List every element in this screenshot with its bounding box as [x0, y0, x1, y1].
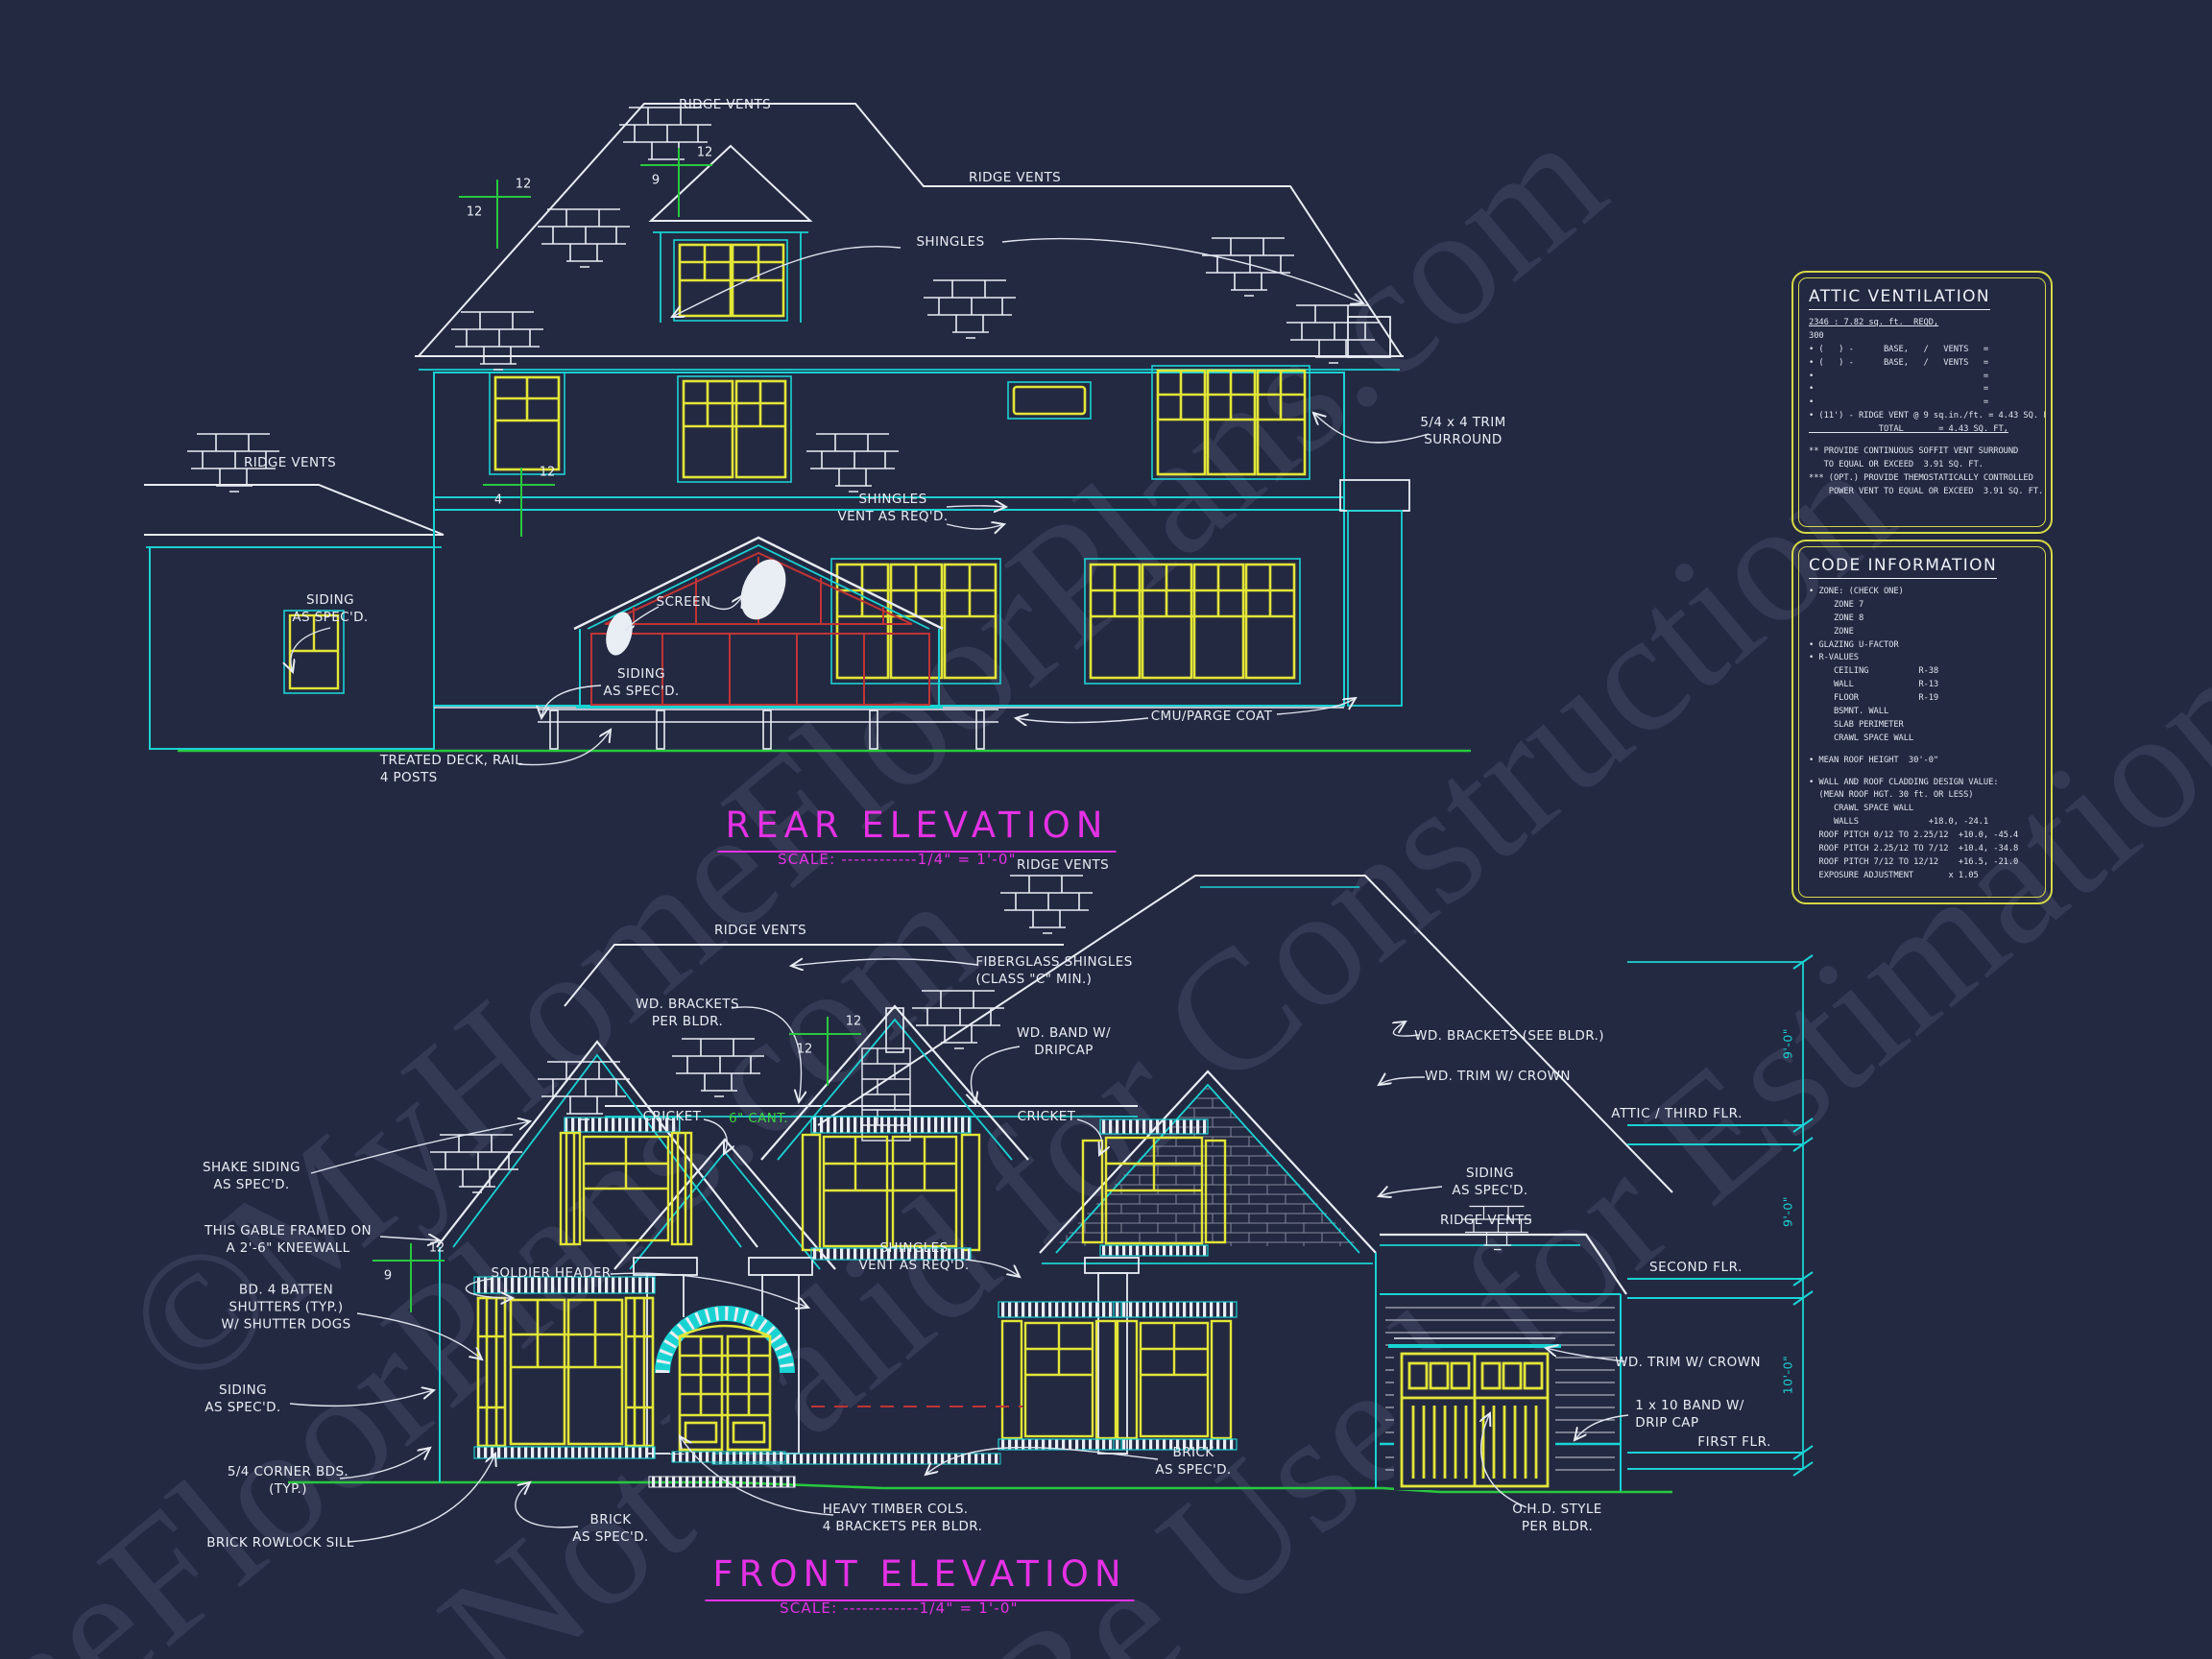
- pitch-rise: 12: [845, 1014, 862, 1029]
- front-right-gable-window: [1081, 1118, 1227, 1257]
- front-soldier-header-label: SOLDIER HEADER: [491, 1265, 612, 1282]
- front-elevation-scale: SCALE: ------------1/4" = 1'-0": [780, 1599, 1019, 1617]
- rear-roof: [144, 103, 1404, 536]
- garage-door: [1400, 1352, 1550, 1488]
- front-brick-right-label: BRICK AS SPEC'D.: [1155, 1445, 1232, 1478]
- front-elevation-drawing: [288, 875, 1673, 1543]
- pitch-rise: 12: [428, 1240, 445, 1256]
- code-information-panel: CODE INFORMATION • ZONE: (CHECK ONE) ZON…: [1791, 540, 2053, 904]
- rear-cmu-label: CMU/PARGE COAT: [1150, 709, 1273, 725]
- level-second-label: SECOND FLR.: [1648, 1260, 1743, 1275]
- attic-ventilation-panel: ATTIC VENTILATION 2346 : 7.82 sq. ft. RE…: [1791, 271, 2053, 534]
- front-cant-label: 6" CANT.: [729, 1111, 788, 1127]
- front-leaders: [289, 959, 1629, 1543]
- front-wd-trim-crown-top-label: WD. TRIM W/ CROWN: [1425, 1069, 1571, 1085]
- rear-deck: [538, 709, 998, 750]
- dim-second-height: 9'-0": [1780, 1195, 1795, 1228]
- front-main-roof: [564, 875, 1673, 1193]
- pitch-run: 9: [383, 1268, 393, 1284]
- front-brick-left-label: BRICK AS SPEC'D.: [572, 1512, 649, 1545]
- front-siding-right-label: SIDING AS SPEC'D.: [1452, 1166, 1528, 1198]
- front-pitch-marks: [373, 1017, 861, 1312]
- level-first-label: FIRST FLR.: [1697, 1434, 1771, 1450]
- rear-pitch-marks: [459, 148, 712, 537]
- front-wd-brackets-bldr-label: WD. BRACKETS PER BLDR.: [636, 997, 739, 1029]
- rear-ridge-vents-top-label: RIDGE VENTS: [678, 97, 772, 113]
- rear-ridge-vents-left-label: RIDGE VENTS: [243, 455, 337, 471]
- front-kneewall-label: THIS GABLE FRAMED ON A 2'-6" KNEEWALL: [204, 1223, 372, 1256]
- front-wd-band-dripcap-label: WD. BAND W/ DRIPCAP: [1017, 1025, 1111, 1058]
- rear-leaders: [291, 237, 1430, 766]
- rear-shingles-vent-label: SHINGLES VENT AS REQ'D.: [837, 492, 949, 524]
- dim-first-height: 10'-0": [1780, 1355, 1795, 1395]
- pitch-run: 12: [466, 204, 483, 220]
- rear-ridge-vents-right-label: RIDGE VENTS: [968, 170, 1062, 186]
- rear-elevation-title: REAR ELEVATION: [717, 805, 1117, 853]
- front-heavy-timber-label: HEAVY TIMBER COLS. 4 BRACKETS PER BLDR.: [822, 1502, 983, 1534]
- front-wd-brackets-see-label: WD. BRACKETS (SEE BLDR.): [1414, 1028, 1604, 1045]
- front-cricket-left-label: CRICKET: [642, 1109, 702, 1125]
- code-information-title: CODE INFORMATION: [1809, 556, 1998, 579]
- front-wd-trim-crown-bottom-label: WD. TRIM W/ CROWN: [1615, 1355, 1761, 1371]
- front-first-floor-left-window: [473, 1276, 656, 1459]
- front-shingle-hatches: [429, 875, 1532, 1251]
- pitch-rise: 12: [515, 177, 532, 192]
- front-ridge-vents-left-label: RIDGE VENTS: [713, 923, 807, 939]
- rear-chimney: [1339, 316, 1410, 707]
- front-corner-bds-label: 5/4 CORNER BDS. (TYP.): [227, 1464, 349, 1497]
- screen-blob-left: [606, 612, 633, 656]
- front-ridge-vents-top-label: RIDGE VENTS: [1016, 857, 1110, 874]
- rear-trim-surround-label: 5/4 x 4 TRIM SURROUND: [1420, 415, 1506, 447]
- front-first-floor-right-windows: [998, 1301, 1238, 1451]
- pitch-run: 4: [493, 493, 503, 508]
- front-cricket-right-label: CRICKET: [1017, 1109, 1076, 1125]
- front-ridge-vents-right-label: RIDGE VENTS: [1439, 1213, 1533, 1229]
- level-attic-label: ATTIC / THIRD FLR.: [1611, 1106, 1743, 1121]
- front-center-gable-window: [801, 1116, 981, 1261]
- pitch-run: 9: [651, 173, 661, 188]
- front-steps: [648, 1451, 1001, 1488]
- pitch-rise: 12: [539, 465, 556, 480]
- front-band-dripcap-label: 1 x 10 BAND W/ DRIP CAP: [1635, 1398, 1744, 1431]
- rear-dormer: [648, 144, 813, 323]
- dim-attic-height: 9'-0": [1780, 1027, 1795, 1060]
- rear-siding-center-label: SIDING AS SPEC'D.: [603, 666, 680, 699]
- rear-windows: [283, 365, 1310, 694]
- front-center-gable: [760, 1004, 1029, 1161]
- rear-elevation-scale: SCALE: ------------1/4" = 1'-0": [778, 851, 1017, 868]
- front-brick-rowlock-label: BRICK ROWLOCK SILL: [206, 1535, 354, 1551]
- front-shingles-vent-label: SHINGLES VENT AS REQ'D.: [858, 1240, 970, 1273]
- pitch-run: 12: [796, 1042, 813, 1057]
- front-shake-siding-label: SHAKE SIDING AS SPEC'D.: [203, 1160, 301, 1192]
- front-siding-left-label: SIDING AS SPEC'D.: [204, 1382, 281, 1415]
- floor-level-dimensions: [1627, 954, 1814, 1477]
- rear-shingles-label: SHINGLES: [916, 234, 985, 251]
- front-entry-porch: [613, 1138, 1140, 1455]
- screen-blob-right: [740, 559, 786, 620]
- front-fiberglass-label: FIBERGLASS SHINGLES (CLASS "C" MIN.): [975, 954, 1133, 987]
- rear-siding-left-label: SIDING AS SPEC'D.: [292, 592, 369, 625]
- rear-elevation-drawing: [144, 103, 1471, 766]
- rear-screen-label: SCREEN: [656, 594, 711, 611]
- attic-ventilation-title: ATTIC VENTILATION: [1809, 287, 1991, 310]
- rear-deck-label: TREATED DECK, RAIL 4 POSTS: [379, 753, 523, 785]
- front-garage-wing: [1380, 1233, 1627, 1491]
- front-entry-door: [655, 1306, 795, 1454]
- front-shutters-label: BD. 4 BATTEN SHUTTERS (TYP.) W/ SHUTTER …: [221, 1282, 351, 1332]
- pitch-rise: 12: [696, 145, 713, 160]
- front-elevation-title: FRONT ELEVATION: [705, 1553, 1135, 1601]
- front-left-gable-window: [559, 1117, 693, 1246]
- front-ohd-label: O.H.D. STYLE PER BLDR.: [1512, 1502, 1602, 1534]
- rear-screen-porch: [573, 536, 944, 709]
